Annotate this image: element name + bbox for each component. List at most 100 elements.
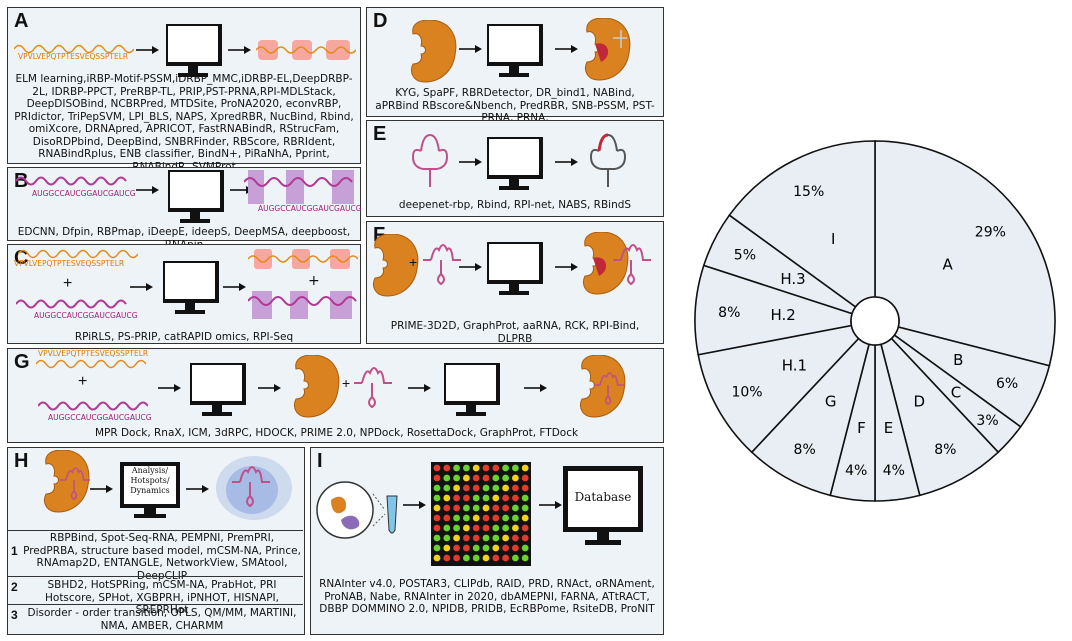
wave-protein-icon bbox=[14, 44, 134, 54]
microarray-dot bbox=[482, 494, 490, 502]
microarray-dot bbox=[443, 544, 451, 552]
microarray-dot bbox=[512, 514, 519, 522]
microarray-dot bbox=[463, 504, 470, 512]
microarray-dot bbox=[512, 494, 519, 502]
microarray-dot bbox=[492, 494, 500, 502]
highlighted-complex-icon: + bbox=[248, 249, 358, 319]
pie-label: F bbox=[857, 419, 866, 437]
panel-a-methods: ELM learning,iRBP-Motif-PSSM,iDRBP_MMC,i… bbox=[14, 73, 354, 173]
microarray-dot bbox=[521, 514, 529, 522]
pie-percent: 15% bbox=[793, 184, 824, 200]
microarray-dot bbox=[512, 544, 519, 552]
svg-text:+: + bbox=[308, 273, 320, 289]
microarray-dot bbox=[463, 524, 470, 532]
database-screen bbox=[563, 466, 643, 532]
arrow-icon bbox=[555, 44, 579, 54]
divider bbox=[8, 530, 303, 531]
dynamics-complex-icon bbox=[216, 456, 292, 520]
microarray-dot bbox=[482, 464, 490, 472]
highlighted-rna-icon bbox=[244, 170, 354, 204]
rna-structure-icon bbox=[411, 133, 449, 187]
microarray-dot bbox=[492, 504, 500, 512]
monitor-icon bbox=[168, 170, 224, 225]
microarray-dot bbox=[443, 514, 451, 522]
microarray-dot bbox=[521, 464, 529, 472]
microarray-dot bbox=[443, 474, 451, 482]
pie-label: A bbox=[943, 256, 954, 274]
microarray-dot bbox=[482, 534, 490, 542]
microarray-dot bbox=[453, 504, 460, 512]
microarray-dot bbox=[433, 544, 441, 552]
monitor-icon bbox=[487, 242, 543, 297]
plus-sign: + bbox=[409, 254, 418, 270]
wave-protein-icon bbox=[36, 359, 146, 369]
microarray-dot bbox=[472, 534, 480, 542]
microarray-dot bbox=[492, 534, 500, 542]
arrow-icon bbox=[459, 44, 483, 54]
microarray-dot bbox=[482, 554, 490, 562]
microarray-dot bbox=[472, 514, 480, 522]
panel-h: H Analysis/ Hotspots/ Dynamics 1 RBPBind… bbox=[7, 447, 305, 635]
panel-g-label: G bbox=[14, 351, 30, 373]
microarray-dot bbox=[433, 504, 441, 512]
microarray-dot bbox=[443, 464, 451, 472]
arrow-icon bbox=[408, 383, 432, 393]
pie-label: B bbox=[953, 351, 963, 369]
microarray-dot bbox=[443, 554, 451, 562]
binding-site-icon bbox=[585, 18, 631, 81]
panel-e-label: E bbox=[373, 123, 387, 145]
panel-g-sequence: VPVLVEPQTPTESVEQSSPTELR bbox=[38, 349, 149, 358]
analysis-screen bbox=[120, 462, 180, 508]
protein-icon bbox=[294, 355, 340, 418]
pie-label: C bbox=[951, 383, 961, 401]
microarray-dot bbox=[482, 504, 490, 512]
pie-label: G bbox=[825, 393, 837, 411]
pie-percent: 29% bbox=[975, 225, 1006, 241]
pie-label: H.3 bbox=[780, 270, 805, 288]
microarray-dot bbox=[433, 474, 441, 482]
highlighted-protein-icon bbox=[256, 40, 356, 60]
pie-chart: A29%B6%C3%D8%E4%F4%G8%H.110%H.28%H.35%I1… bbox=[694, 140, 1056, 502]
microarray-dot bbox=[472, 524, 480, 532]
panel-g-rna: AUGGCCAUCGGAUCGAUCG bbox=[48, 413, 152, 422]
microarray-dot bbox=[433, 484, 441, 492]
microarray-dot bbox=[482, 524, 490, 532]
arrow-icon bbox=[524, 383, 548, 393]
plus-sign: + bbox=[63, 275, 73, 292]
microarray-dot bbox=[512, 504, 519, 512]
arrow-icon bbox=[539, 500, 563, 510]
panel-b-label: B bbox=[14, 170, 29, 192]
monitor-icon bbox=[487, 137, 543, 192]
panel-c-sequence: VPVLVEPQTPTESVEQSSPTELR bbox=[14, 259, 125, 268]
panel-b: B AUGGCCAUCGGAUCGAUCG AUGGCCAUCGGAUCGAUC… bbox=[7, 167, 362, 251]
group-2-number: 2 bbox=[11, 580, 18, 594]
microarray-dot bbox=[521, 544, 529, 552]
pie-percent: 3% bbox=[976, 413, 998, 429]
microarray-dot bbox=[453, 534, 460, 542]
plus-sign: + bbox=[78, 373, 88, 390]
arrow-icon bbox=[258, 383, 282, 393]
microarray-dot bbox=[463, 494, 470, 502]
microarray-dot bbox=[502, 554, 509, 562]
panel-b-rna-output: AUGGCCAUCGGAUCGAUCG bbox=[258, 204, 362, 213]
microarray-icon bbox=[431, 462, 531, 566]
group-2-methods: SBHD2, HotSPRing, mCSM-NA, PrabHot, PRI … bbox=[45, 579, 279, 616]
microarray-dot bbox=[502, 494, 509, 502]
panel-g: G VPVLVEPQTPTESVEQSSPTELR + AUGGCCAUCGGA… bbox=[7, 348, 664, 443]
wave-rna-icon bbox=[38, 401, 148, 411]
wave-rna-icon bbox=[16, 176, 127, 186]
microarray-dot bbox=[472, 494, 480, 502]
microarray-dot bbox=[521, 484, 529, 492]
microarray-dot bbox=[492, 484, 500, 492]
microarray-dot bbox=[463, 534, 470, 542]
complex-icon bbox=[583, 232, 652, 295]
pie-percent: 6% bbox=[996, 376, 1018, 392]
microarray-dot bbox=[521, 534, 529, 542]
microarray-dot bbox=[463, 464, 470, 472]
panel-c-methods: RPiRLS, PS-PRIP, catRAPID omics, RPI-Seq bbox=[74, 331, 294, 343]
monitor-stand bbox=[144, 508, 156, 514]
microarray-dot bbox=[492, 524, 500, 532]
protein-icon bbox=[411, 20, 457, 83]
monitor-icon bbox=[163, 261, 219, 316]
sample-cells-icon bbox=[316, 481, 398, 539]
